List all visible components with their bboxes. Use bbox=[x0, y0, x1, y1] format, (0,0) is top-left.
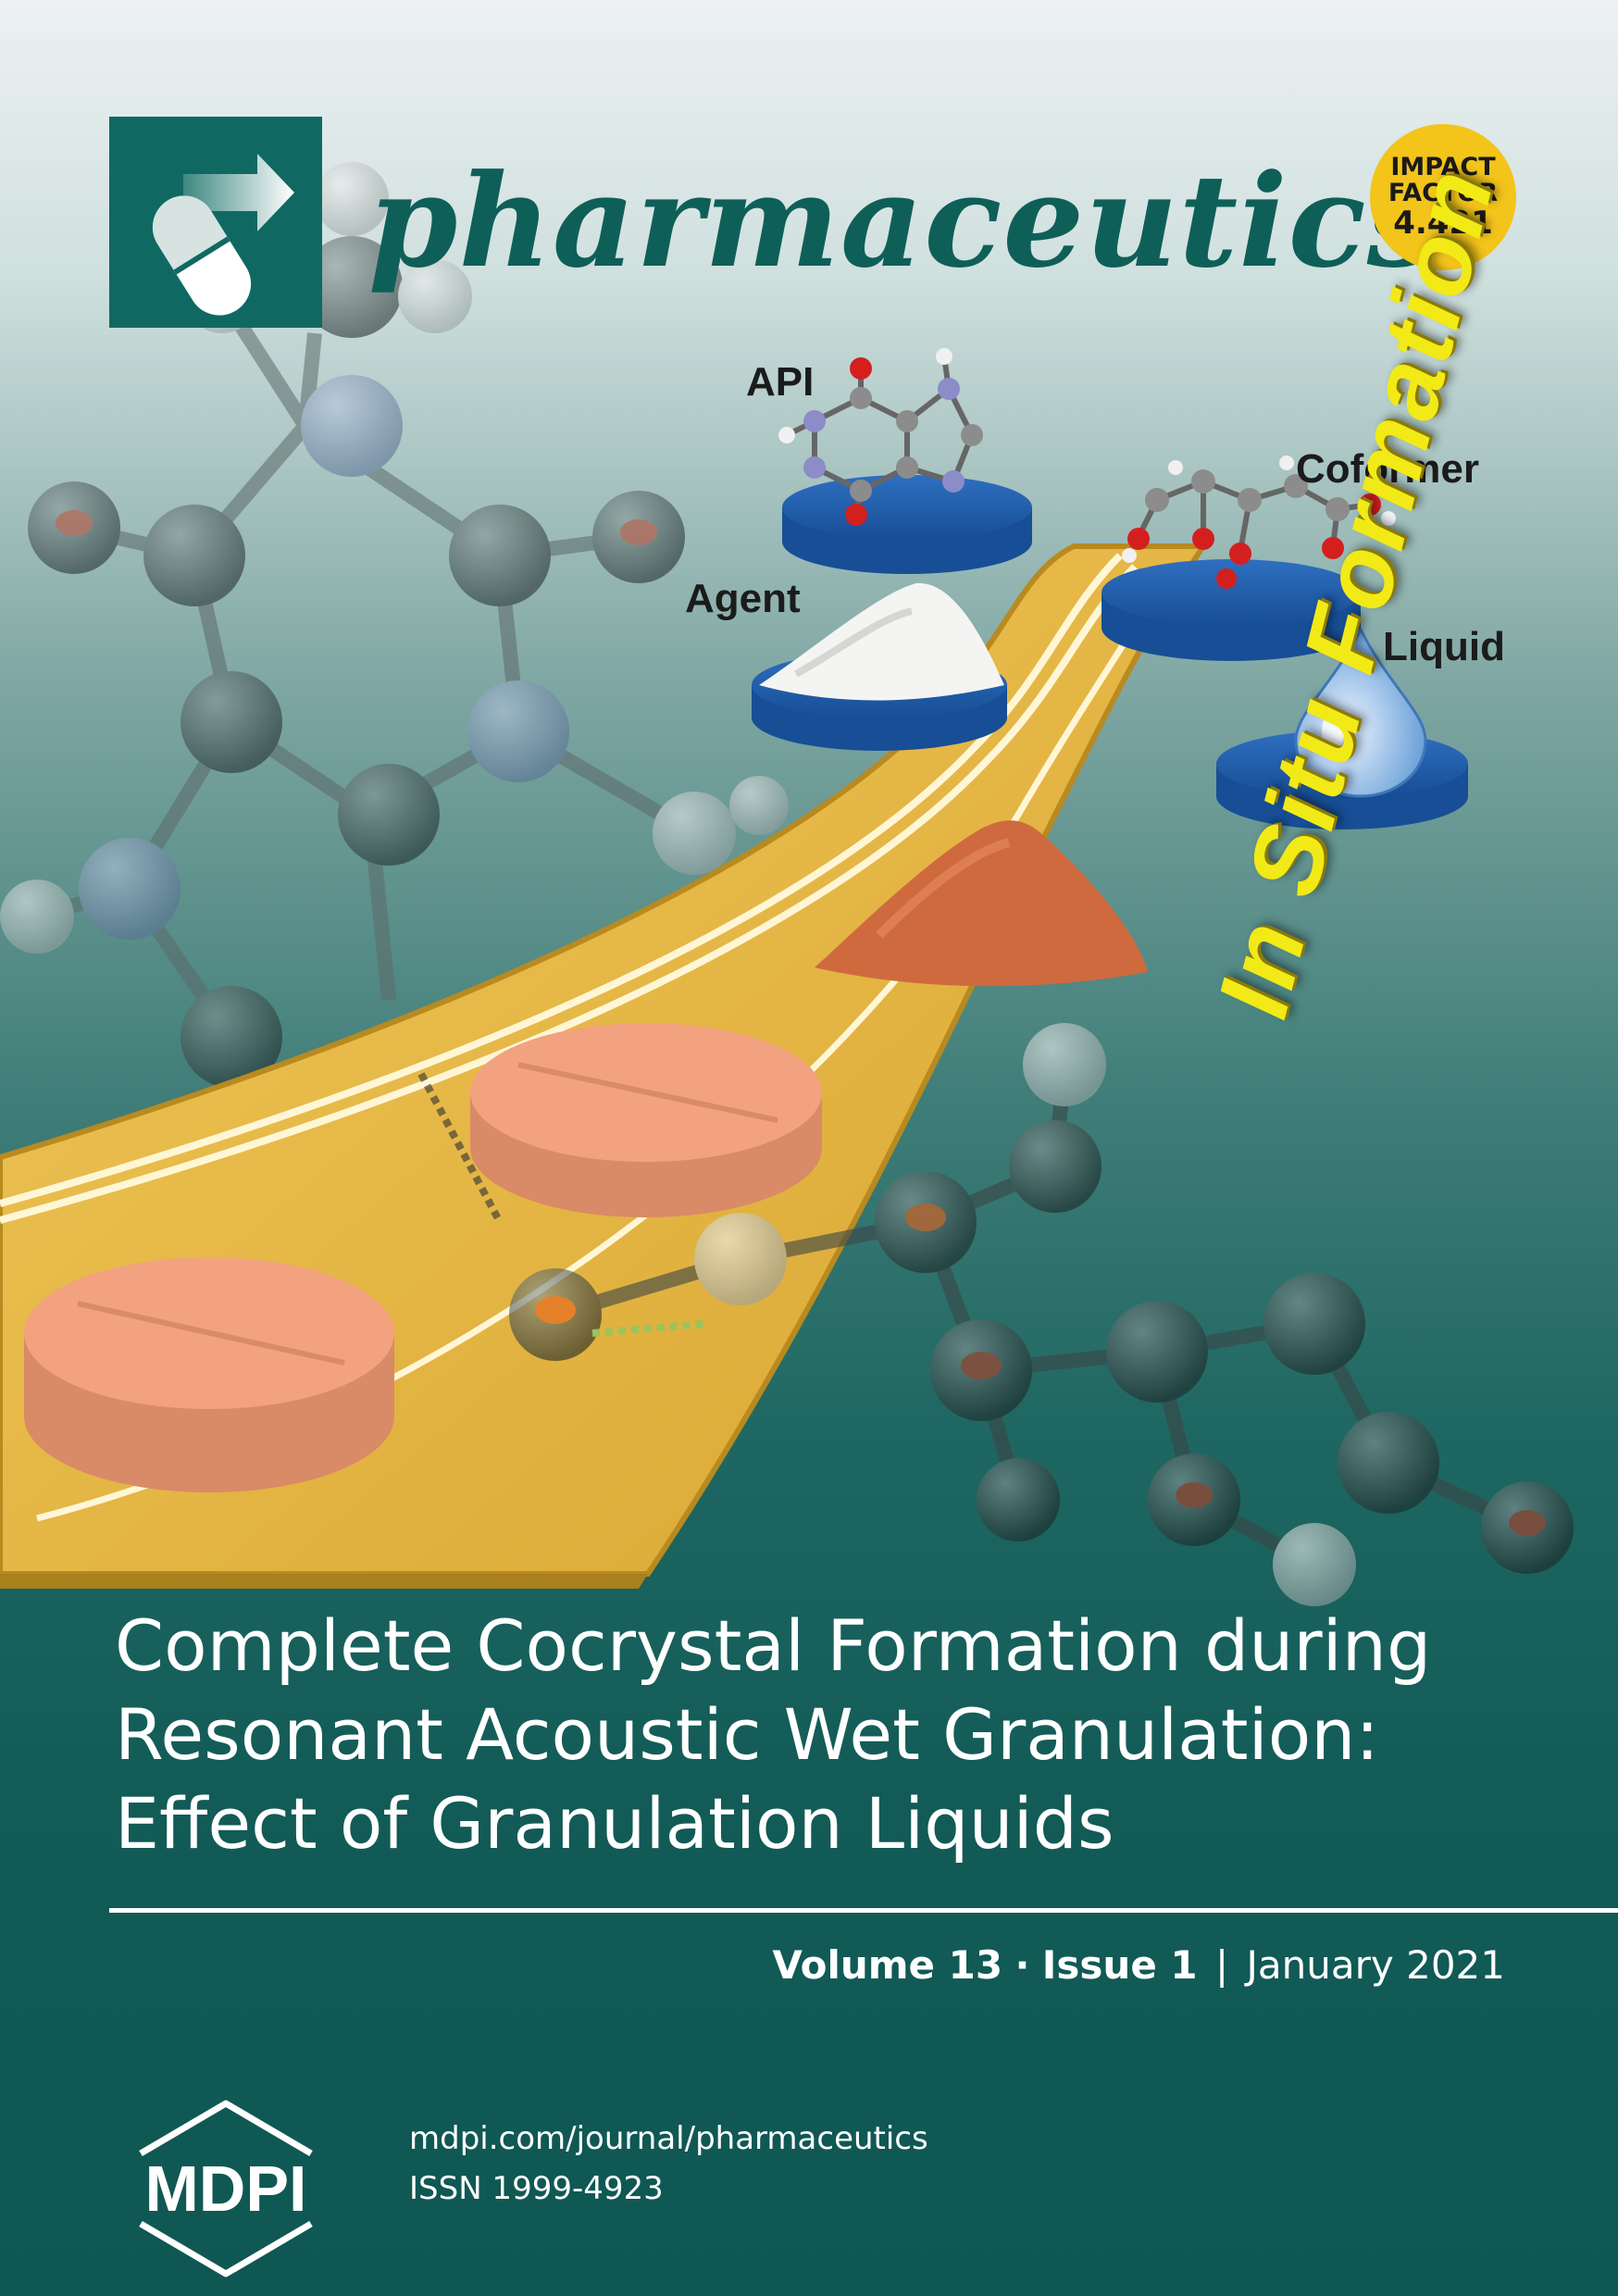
granules-heap bbox=[815, 820, 1148, 987]
issue-dot: · bbox=[1014, 1942, 1030, 1988]
impact-factor-label-line2: FACTOR bbox=[1388, 179, 1499, 208]
coformer-disk bbox=[1101, 559, 1361, 661]
label-agent: Agent bbox=[685, 576, 801, 621]
background-molecule-left bbox=[0, 162, 789, 1088]
journal-url[interactable]: mdpi.com/journal/pharmaceutics bbox=[409, 2120, 928, 2157]
cover-illustration bbox=[0, 162, 1574, 1606]
liquid-droplet bbox=[1294, 626, 1427, 798]
issue-divider: | bbox=[1215, 1942, 1229, 1988]
article-title-line: Effect of Granulation Liquids bbox=[115, 1782, 1114, 1865]
api-disk bbox=[782, 475, 1032, 574]
article-title-line: Complete Cocrystal Formation during bbox=[115, 1604, 1432, 1687]
journal-logo bbox=[109, 117, 322, 328]
journal-name: pharmaceutics bbox=[368, 145, 1440, 296]
volume-number: Volume 13 bbox=[772, 1942, 1003, 1988]
label-liquid: Liquid bbox=[1383, 624, 1505, 669]
label-api: API bbox=[746, 359, 815, 405]
label-coformer: Coformer bbox=[1296, 446, 1480, 492]
impact-factor-value: 4.421 bbox=[1393, 204, 1493, 242]
issn: ISSN 1999-4923 bbox=[409, 2170, 664, 2207]
issue-info: Volume 13 · Issue 1 | January 2021 bbox=[772, 1942, 1505, 1988]
title-divider bbox=[109, 1908, 1618, 1913]
impact-factor-badge: IMPACT FACTOR 4.421 bbox=[1370, 124, 1516, 270]
agent-powder bbox=[759, 582, 1004, 701]
tablet-front bbox=[24, 1257, 394, 1492]
coformer-molecule bbox=[1122, 455, 1396, 589]
impact-factor-label-line1: IMPACT bbox=[1390, 152, 1496, 181]
background-molecule-right bbox=[417, 1023, 1574, 1606]
mdpi-logo: MDPI bbox=[139, 2100, 313, 2277]
api-molecule bbox=[778, 348, 983, 526]
journal-logo-icon bbox=[152, 154, 294, 316]
mdpi-logo-text: MDPI bbox=[145, 2152, 307, 2225]
article-title: Complete Cocrystal Formation during Reso… bbox=[115, 1602, 1559, 1868]
tablet-back bbox=[470, 1023, 822, 1217]
article-title-line: Resonant Acoustic Wet Granulation: bbox=[115, 1693, 1379, 1776]
issue-date: January 2021 bbox=[1246, 1942, 1505, 1988]
issue-number: Issue 1 bbox=[1041, 1942, 1198, 1988]
